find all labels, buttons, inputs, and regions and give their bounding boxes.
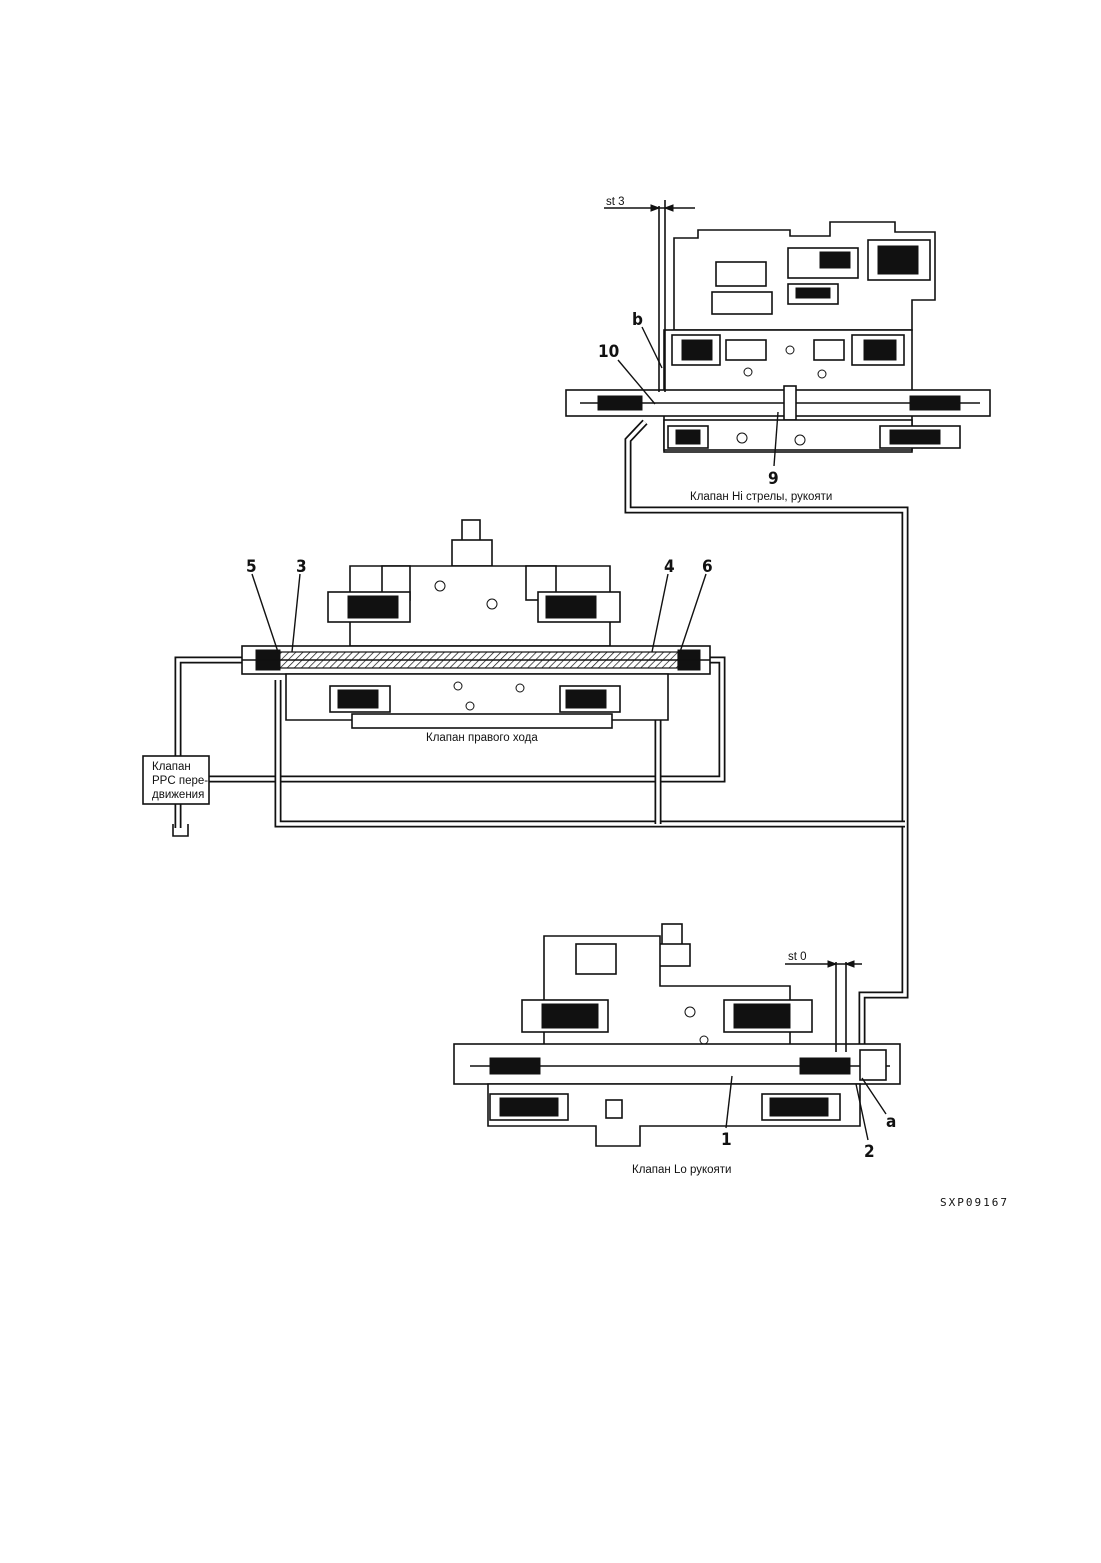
callout-a: a bbox=[886, 1112, 896, 1132]
valve-label-lo-arm: Клапан Lo рукояти bbox=[632, 1164, 731, 1176]
callout-9: 9 bbox=[768, 469, 779, 489]
ppc-travel-valve-box: Клапан PPC пере- движения bbox=[142, 755, 210, 805]
callout-10: 10 bbox=[598, 342, 619, 362]
stroke-label-st0: st 0 bbox=[788, 951, 807, 963]
ppc-box-line2: PPC пере- bbox=[152, 775, 208, 787]
pilot-piping bbox=[172, 419, 909, 1052]
valve-label-right-travel: Клапан правого хода bbox=[426, 732, 538, 744]
valve-lo-arm bbox=[453, 923, 901, 1147]
valve-hi-boom-arm bbox=[565, 200, 991, 453]
valve-label-hi-boom-arm: Клапан Hi стрелы, рукояти bbox=[690, 491, 832, 503]
callout-1: 1 bbox=[721, 1130, 732, 1150]
ppc-box-line1: Клапан bbox=[152, 761, 191, 773]
callout-3: 3 bbox=[296, 557, 307, 577]
ppc-box-line3: движения bbox=[152, 789, 204, 801]
callout-6: 6 bbox=[702, 557, 713, 577]
callout-2: 2 bbox=[864, 1142, 875, 1162]
callout-b: b bbox=[632, 310, 643, 330]
stroke-label-st3: st 3 bbox=[606, 196, 625, 208]
valve-right-travel bbox=[241, 519, 711, 729]
figure-code: SXP09167 bbox=[940, 1196, 1009, 1209]
callout-5: 5 bbox=[246, 557, 257, 577]
callout-4: 4 bbox=[664, 557, 675, 577]
